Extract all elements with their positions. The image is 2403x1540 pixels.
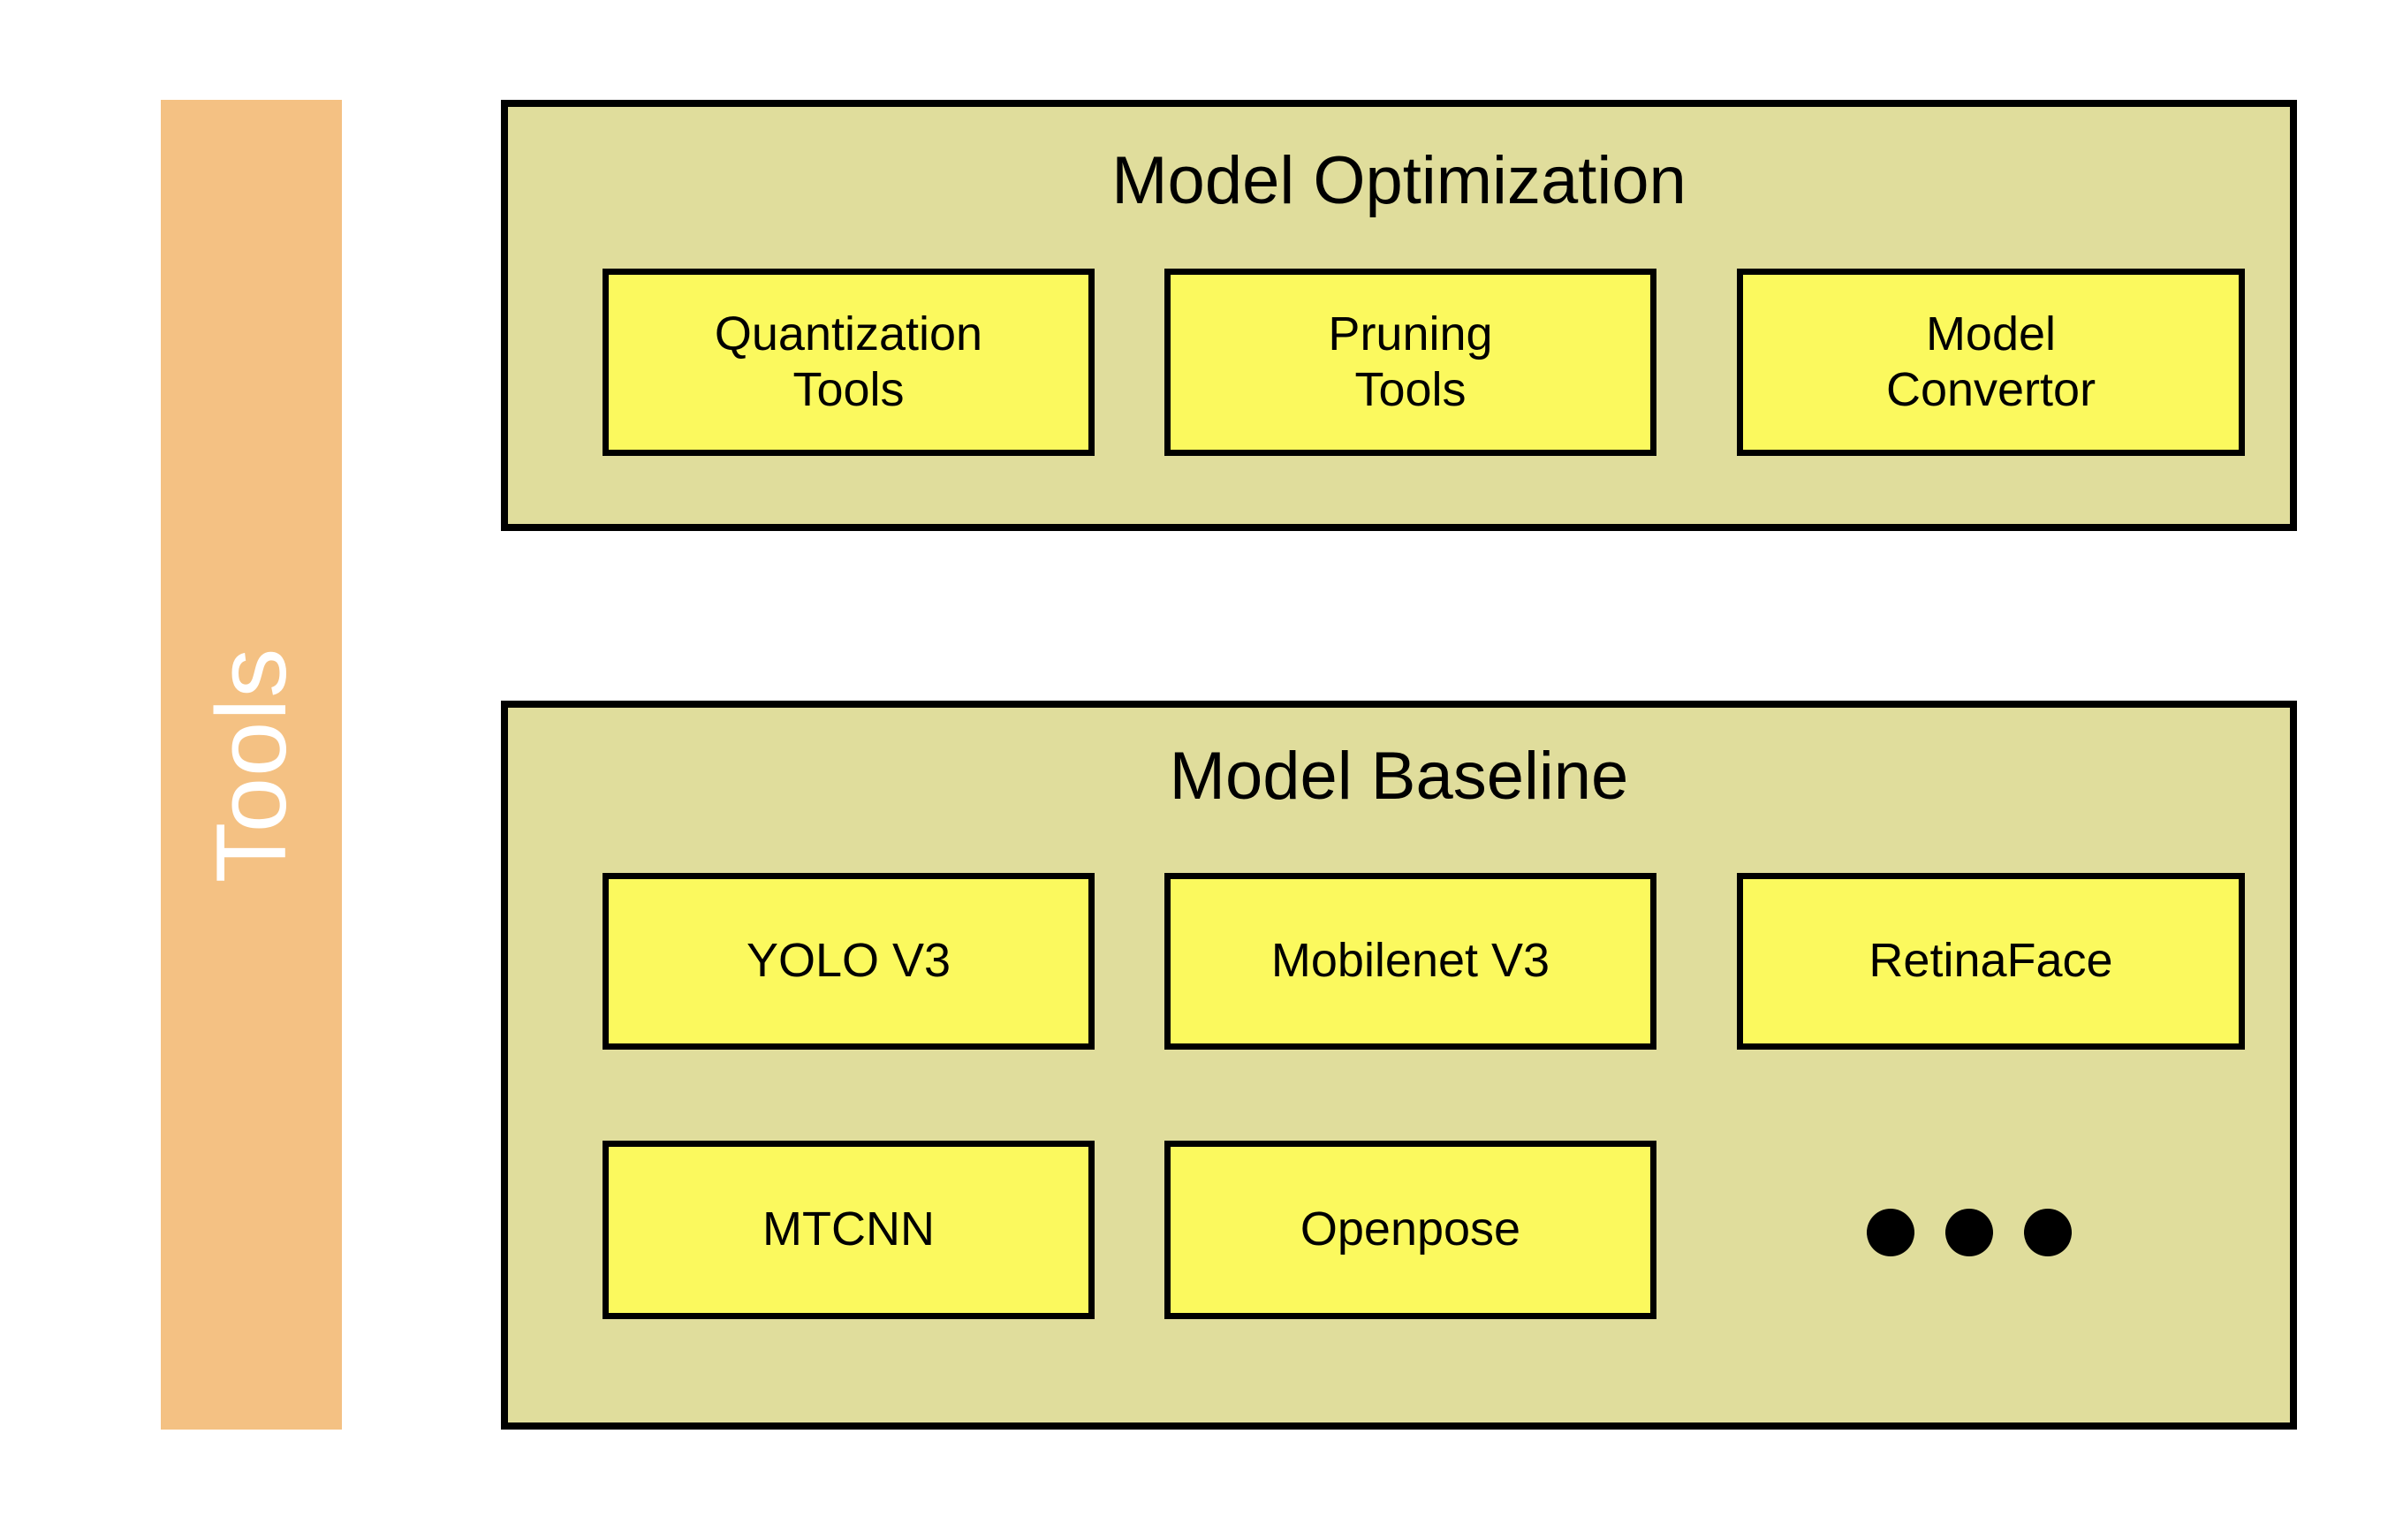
panel-title-model-baseline: Model Baseline — [1169, 739, 1629, 814]
box-mobilenet-v3[interactable]: Mobilenet V3 — [1164, 873, 1656, 1050]
panel-model-baseline: Model Baseline YOLO V3 Mobilenet V3 Reti… — [501, 701, 2297, 1430]
panel-title-model-optimization: Model Optimization — [1111, 143, 1687, 218]
ellipsis-dot-1 — [1867, 1209, 1914, 1256]
sidebar-tools-band: Tools — [161, 100, 342, 1430]
more-models-ellipsis-icon — [1867, 1209, 2072, 1256]
box-openpose[interactable]: Openpose — [1164, 1141, 1656, 1319]
box-quantization-tools[interactable]: Quantization Tools — [603, 269, 1095, 456]
box-pruning-tools[interactable]: Pruning Tools — [1164, 269, 1656, 456]
box-yolo-v3[interactable]: YOLO V3 — [603, 873, 1095, 1050]
box-model-convertor[interactable]: Model Convertor — [1737, 269, 2245, 456]
box-mtcnn[interactable]: MTCNN — [603, 1141, 1095, 1319]
ellipsis-dot-3 — [2024, 1209, 2072, 1256]
box-retinaface[interactable]: RetinaFace — [1737, 873, 2245, 1050]
ellipsis-dot-2 — [1945, 1209, 1993, 1256]
panel-model-optimization: Model Optimization Quantization Tools Pr… — [501, 100, 2297, 531]
sidebar-tools-label: Tools — [195, 647, 307, 883]
